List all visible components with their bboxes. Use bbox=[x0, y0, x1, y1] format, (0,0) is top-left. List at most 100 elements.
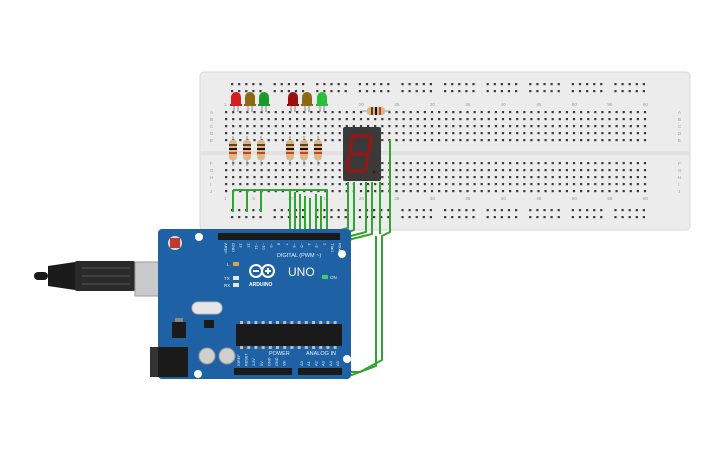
column-number: 40 bbox=[501, 196, 507, 201]
power-pin-label: GND bbox=[267, 357, 271, 366]
column-number: 60 bbox=[643, 196, 649, 201]
led-red-1[interactable] bbox=[230, 92, 242, 112]
resistor-7[interactable] bbox=[362, 107, 390, 115]
power-pin-label: 5V bbox=[260, 361, 264, 366]
seven-segment-digit bbox=[345, 134, 373, 173]
breadboard-holes bbox=[225, 83, 647, 219]
led-green-1[interactable] bbox=[258, 92, 270, 112]
digital-pin-label: ~5 bbox=[300, 243, 305, 248]
column-number: 5 bbox=[252, 196, 255, 201]
column-number: 20 bbox=[359, 102, 365, 107]
led-tx bbox=[233, 276, 239, 280]
row-letter: J bbox=[210, 189, 212, 194]
capacitor-2 bbox=[218, 347, 236, 365]
row-letter: D bbox=[678, 131, 682, 136]
digital-pin-label: 13 bbox=[239, 243, 244, 248]
resistor-1[interactable] bbox=[229, 136, 237, 166]
resistor-6[interactable] bbox=[314, 136, 322, 166]
arduino-logo bbox=[249, 264, 275, 278]
row-letter: I bbox=[210, 182, 211, 187]
digital-pin-label: 4 bbox=[307, 243, 312, 246]
resistor-4[interactable] bbox=[286, 136, 294, 166]
row-letter: A bbox=[678, 110, 681, 115]
wire bbox=[233, 189, 328, 238]
resistor-group[interactable] bbox=[229, 107, 390, 166]
column-number: 35 bbox=[465, 102, 471, 107]
column-number: 20 bbox=[359, 196, 365, 201]
column-number: 1 bbox=[224, 102, 227, 107]
column-number: 35 bbox=[465, 196, 471, 201]
power-pin-label: IOREF bbox=[237, 354, 241, 366]
row-letter: G bbox=[210, 168, 214, 173]
digital-pin-label: 7 bbox=[284, 243, 289, 246]
small-chip bbox=[204, 320, 214, 328]
resistor-2[interactable] bbox=[243, 136, 251, 166]
crystal bbox=[191, 301, 223, 315]
analog-pin-label: A5 bbox=[335, 360, 340, 366]
model-label: UNO bbox=[288, 265, 315, 279]
digital-pin-label: ~9 bbox=[269, 243, 274, 248]
led-yellow-1[interactable] bbox=[244, 92, 256, 112]
analog-pin-label: A4 bbox=[328, 360, 333, 366]
column-number: 50 bbox=[572, 196, 578, 201]
digital-pin-label: TX▸1 bbox=[330, 243, 335, 253]
row-letter: B bbox=[210, 117, 213, 122]
column-number: 1 bbox=[224, 196, 227, 201]
column-number: 30 bbox=[430, 102, 436, 107]
capacitor-1 bbox=[198, 347, 216, 365]
column-number: 30 bbox=[430, 196, 436, 201]
column-number: 25 bbox=[394, 196, 400, 201]
led-rx bbox=[233, 283, 239, 287]
column-number: 45 bbox=[536, 102, 542, 107]
analog-header[interactable] bbox=[298, 368, 342, 375]
power-pin-label: 3.3V bbox=[252, 358, 256, 366]
digital-pin-label: ~11 bbox=[254, 243, 259, 250]
power-pin-label: RESET bbox=[245, 353, 249, 366]
led-on bbox=[322, 275, 328, 279]
row-letter: A bbox=[210, 110, 213, 115]
resistor-3[interactable] bbox=[257, 136, 265, 166]
power-pin-label: GND bbox=[275, 357, 279, 366]
microcontroller-chip bbox=[236, 324, 342, 346]
reset-button[interactable] bbox=[170, 238, 180, 248]
row-letter: C bbox=[210, 124, 214, 129]
analog-label: ANALOG IN bbox=[306, 351, 336, 357]
row-letter: D bbox=[210, 131, 214, 136]
seven-segment-display[interactable] bbox=[343, 127, 381, 181]
analog-pin-label: A0 bbox=[299, 360, 304, 366]
row-letter: C bbox=[678, 124, 682, 129]
row-letter: E bbox=[210, 138, 213, 143]
digital-pin-label: 12 bbox=[246, 243, 251, 248]
led-label-rx: RX bbox=[224, 283, 230, 288]
decimal-point bbox=[372, 170, 376, 174]
row-letter: I bbox=[678, 182, 679, 187]
row-letter: G bbox=[678, 168, 682, 173]
power-label: POWER bbox=[269, 351, 290, 357]
led-group[interactable] bbox=[230, 92, 328, 112]
digital-pin-label: ~10 bbox=[262, 243, 267, 251]
analog-pin-label: A2 bbox=[313, 360, 318, 366]
led-red-2[interactable] bbox=[287, 92, 299, 112]
voltage-regulator bbox=[172, 322, 186, 338]
digital-pin-label: AREF bbox=[224, 243, 229, 254]
column-number: 50 bbox=[572, 102, 578, 107]
power-header[interactable] bbox=[234, 368, 292, 375]
wire bbox=[347, 182, 373, 241]
led-yellow-2[interactable] bbox=[301, 92, 313, 112]
row-letter: H bbox=[678, 175, 681, 180]
led-label-l: L bbox=[227, 262, 230, 267]
column-number: 60 bbox=[643, 102, 649, 107]
led-green-2[interactable] bbox=[316, 92, 328, 112]
analog-pin-label: A3 bbox=[321, 360, 326, 366]
on-label: ON bbox=[330, 275, 337, 280]
digital-header[interactable] bbox=[218, 233, 340, 240]
column-number: 40 bbox=[501, 102, 507, 107]
resistor-5[interactable] bbox=[300, 136, 308, 166]
row-letter: B bbox=[678, 117, 681, 122]
